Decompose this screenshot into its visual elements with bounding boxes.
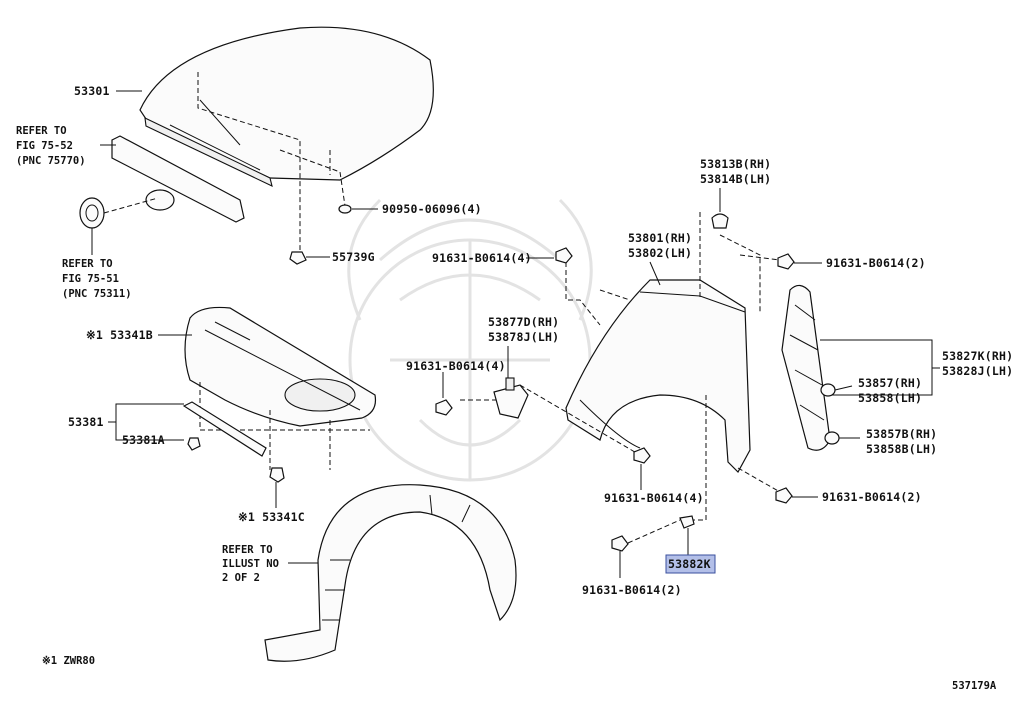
- bolt-low-part-number[interactable]: 91631-B0614(4): [604, 491, 704, 505]
- figure-code: 537179A: [952, 680, 997, 692]
- fender-liner[interactable]: [264, 484, 517, 662]
- clip1-rh-part-number[interactable]: 53857(RH): [858, 376, 922, 390]
- clip1-lh-part-number[interactable]: 53858(LH): [858, 391, 922, 405]
- fender-side-bracket[interactable]: [781, 284, 831, 451]
- highlight-part-number[interactable]: 53882K: [668, 557, 711, 571]
- fender-bracket-53882k[interactable]: [679, 515, 695, 529]
- clip2-lh-part-number[interactable]: 53858B(LH): [866, 442, 937, 456]
- hood-stopper[interactable]: [711, 213, 729, 229]
- highlight-box: [665, 554, 716, 574]
- hood-part-number[interactable]: 53301: [74, 84, 110, 98]
- insulator-part-number[interactable]: ※1 53341B: [86, 328, 153, 342]
- fender-leader: [649, 261, 661, 286]
- hood-clip-90950[interactable]: [338, 204, 352, 214]
- grille-molding[interactable]: [111, 135, 245, 223]
- refer-75-51-line3: (PNC 75311): [62, 288, 132, 300]
- seal-clip-53381a[interactable]: [187, 437, 201, 451]
- fender-dash-top: [565, 262, 631, 326]
- clip-53857-leader: [834, 385, 853, 391]
- fender-dash-right2: [739, 254, 781, 261]
- seal-leader: [108, 403, 184, 441]
- front-fender[interactable]: [565, 279, 751, 473]
- hood-seal[interactable]: [182, 401, 267, 457]
- insulator-clip-53341c[interactable]: [269, 467, 285, 483]
- bolt-bottom-part-number[interactable]: 91631-B0614(2): [582, 583, 682, 597]
- refer-75-52-line1: REFER TO: [16, 125, 67, 137]
- footnote: ※1 ZWR80: [42, 655, 95, 667]
- bracket-leader: [820, 339, 940, 396]
- bolt-right-top-part-number[interactable]: 91631-B0614(2): [826, 256, 926, 270]
- clip-53857[interactable]: [820, 383, 836, 397]
- fender-lh-part-number[interactable]: 53802(LH): [628, 246, 692, 260]
- bolt-top[interactable]: [555, 247, 573, 264]
- refer-illust-line3: 2 OF 2: [222, 572, 260, 584]
- front-emblem[interactable]: [79, 197, 105, 229]
- bolt-low[interactable]: [633, 447, 651, 464]
- fender-dash-br: [737, 467, 781, 493]
- hood-panel[interactable]: [139, 26, 434, 187]
- seal-part-number[interactable]: 53381: [68, 415, 104, 429]
- fender-dash-right: [699, 212, 761, 312]
- hood-clip-55739g[interactable]: [289, 251, 307, 265]
- stopper-lh-part-number[interactable]: 53814B(LH): [700, 172, 771, 186]
- bolt-bottom-dash: [627, 519, 681, 544]
- clip-55739g-part-number[interactable]: 55739G: [332, 250, 375, 264]
- bracket-rh-part-number[interactable]: 53827K(RH): [942, 349, 1013, 363]
- refer-75-52-line3: (PNC 75770): [16, 155, 86, 167]
- fender-dash-cover: [519, 384, 641, 456]
- hood-insulator[interactable]: [184, 306, 377, 427]
- refer-illust-line2: ILLUST NO: [222, 558, 279, 570]
- refer-75-51-line1: REFER TO: [62, 258, 113, 270]
- clip-53857b[interactable]: [824, 431, 840, 445]
- refer-75-52-line2: FIG 75-52: [16, 140, 73, 152]
- refer-75-51-line2: FIG 75-51: [62, 273, 119, 285]
- fender-cover[interactable]: [493, 377, 529, 419]
- insulator-dash: [199, 382, 370, 470]
- bolt-right-top[interactable]: [777, 253, 795, 270]
- stopper-rh-part-number[interactable]: 53813B(RH): [700, 157, 771, 171]
- clip2-rh-part-number[interactable]: 53857B(RH): [866, 427, 937, 441]
- bolt-right-bottom[interactable]: [775, 487, 793, 504]
- bolt-mid-part-number[interactable]: 91631-B0614(4): [406, 359, 506, 373]
- bolt-top-part-number[interactable]: 91631-B0614(4): [432, 251, 532, 265]
- cover-rh-part-number[interactable]: 53877D(RH): [488, 315, 559, 329]
- bolt-bottom[interactable]: [611, 535, 629, 552]
- hood-dash-1: [197, 72, 301, 250]
- seal-a-part-number[interactable]: 53381A: [122, 433, 165, 447]
- emblem-dash: [103, 197, 159, 214]
- cover-lh-part-number[interactable]: 53878J(LH): [488, 330, 559, 344]
- refer-illust-line1: REFER TO: [222, 544, 273, 556]
- fender-rh-part-number[interactable]: 53801(RH): [628, 231, 692, 245]
- bolt-mid[interactable]: [435, 399, 453, 416]
- fender-dash-lower: [690, 395, 707, 521]
- bolt-right-bottom-part-number[interactable]: 91631-B0614(2): [822, 490, 922, 504]
- clip-53341c-part-number[interactable]: ※1 53341C: [238, 510, 305, 524]
- clip-90950-part-number[interactable]: 90950-06096(4): [382, 202, 482, 216]
- bracket-lh-part-number[interactable]: 53828J(LH): [942, 364, 1013, 378]
